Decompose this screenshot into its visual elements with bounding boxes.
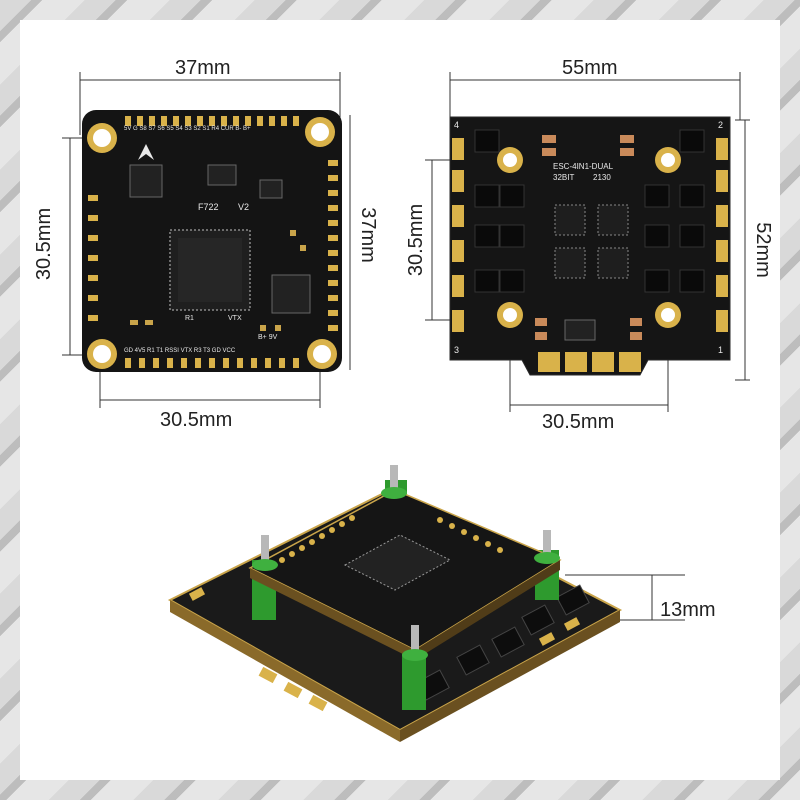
esc-passives — [535, 135, 642, 340]
esc-power-pads — [538, 352, 641, 372]
esc-mcus — [554, 204, 629, 279]
fc-top-pins-label: 5V G S8 S7 S6 S5 S4 S3 S2 S1 R4 CUR B- B… — [124, 126, 251, 132]
esc-corner-label-2: 2 — [718, 120, 724, 130]
esc-corner-label-4: 4 — [454, 120, 460, 130]
esc-code-label: 2130 — [593, 173, 611, 182]
fc-gyro-chip — [129, 164, 163, 198]
esc-width-label: 55mm — [562, 57, 618, 79]
esc-model-label: ESC-4IN1-DUAL — [553, 162, 614, 171]
stack-height-label: 13mm — [660, 599, 716, 621]
esc-mount-holes — [497, 147, 681, 328]
fc-board-illustration — [62, 72, 351, 408]
stack-illustration — [167, 465, 685, 742]
fc-vtx-label: VTX — [228, 315, 242, 322]
product-image-frame: 37mm 30.5mm 37mm 30.5mm F722 V2 5V G S8 … — [20, 20, 780, 780]
esc-left-motor-pads — [452, 138, 464, 332]
fc-flash-chip — [271, 274, 311, 314]
fc-right-pads — [328, 160, 338, 331]
fc-version-label: V2 — [238, 202, 250, 212]
esc-mosfets — [474, 129, 705, 293]
esc-right-motor-pads — [716, 138, 728, 332]
stack-fc-chip — [343, 534, 452, 591]
fc-bottom-pins-label: GD 4V5 R1 T1 RSSI VTX R3 T3 GD VCC — [124, 348, 236, 354]
fc-mount-width-label: 30.5mm — [160, 409, 233, 431]
esc-board-illustration — [425, 72, 750, 412]
fc-mount-holes — [87, 117, 337, 369]
fc-left-pads — [88, 195, 98, 321]
esc-corner-label-1: 1 — [718, 345, 724, 355]
fc-chip-label: F722 — [198, 202, 219, 212]
fc-b-label: B+ 9V — [258, 334, 278, 341]
stack-dimension-lines — [565, 574, 685, 621]
stack-screws — [252, 465, 560, 661]
fc-r1-label: R1 — [185, 315, 194, 322]
fc-width-label: 37mm — [175, 57, 231, 79]
fc-top-pads — [125, 116, 299, 126]
esc-corner-label-3: 3 — [454, 345, 460, 355]
esc-regulator — [564, 319, 596, 341]
esc-mount-width-label: 30.5mm — [542, 411, 615, 433]
fc-bottom-pads — [125, 358, 299, 368]
fc-arrow-logo — [138, 144, 154, 160]
fc-dimension-lines — [62, 72, 351, 408]
esc-bit-label: 32BIT — [553, 173, 575, 182]
